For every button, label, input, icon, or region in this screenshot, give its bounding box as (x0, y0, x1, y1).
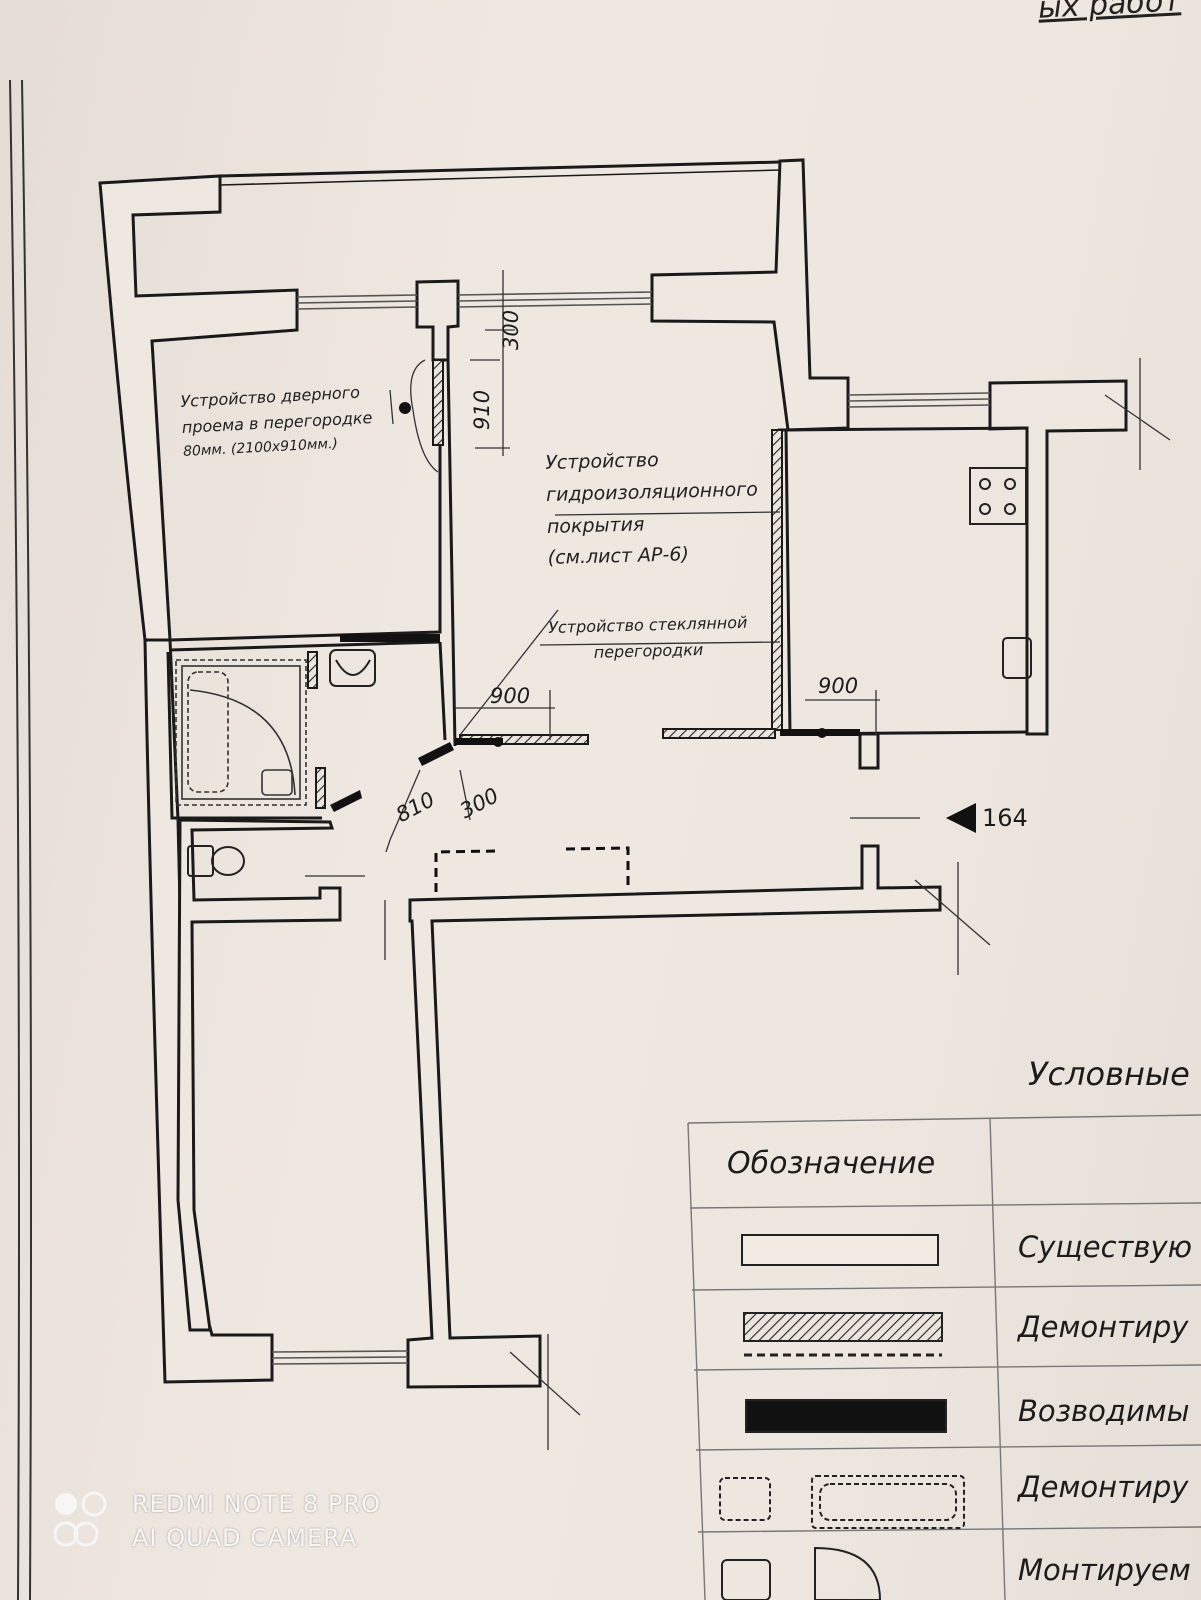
new-walls (330, 402, 860, 812)
kitchen-right-wall (988, 379, 1128, 736)
watermark-line-1: REDMI NOTE 8 PRO (132, 1490, 381, 1518)
corridor-wall (406, 844, 942, 1389)
waterproofing-note: Устройство гидроизоляционного покрытия (… (545, 446, 760, 571)
door-opening-note: Устройство дверного проема в перегородке… (180, 382, 374, 461)
legend-table (687, 1114, 1201, 1600)
wp-note-line-2: гидроизоляционного (545, 478, 759, 506)
legend-row-installed-fixtures: Монтируем (1018, 1553, 1191, 1587)
dim-900-right: 900 (818, 674, 859, 698)
legend-symbols (719, 1234, 965, 1600)
legend-row-existing: Существую (1018, 1230, 1193, 1264)
partitions (166, 359, 1028, 820)
watermark-line-2: AI QUAD CAMERA (132, 1524, 358, 1552)
bathroom-sink (329, 649, 376, 687)
glass-note-line-1: Устройство стеклянной (548, 612, 748, 637)
toilet-walls (176, 818, 342, 1332)
dim-300-top: 300 (499, 309, 523, 350)
existing-walls (98, 158, 1128, 1389)
legend-row-demolished: Демонтиру (1018, 1310, 1189, 1344)
loggia-top-line (219, 160, 781, 178)
sheet-border (9, 79, 32, 1600)
legend-column-header: Обозначение (727, 1146, 936, 1181)
right-upper-wall (650, 158, 850, 432)
section-marker-label: 164 (982, 804, 1028, 832)
dimension-lines (305, 270, 1171, 1450)
legend-row-demolished-fixtures: Демонтиру (1018, 1470, 1189, 1504)
dim-910: 910 (470, 389, 494, 430)
kitchen-sink (1002, 637, 1032, 679)
wp-note-line-3: покрытия (546, 512, 645, 538)
left-upper-wall (98, 174, 299, 642)
fixtures (187, 467, 1032, 877)
toilet-bowl (211, 846, 245, 876)
windows (271, 291, 991, 1365)
kitchen-stub (858, 732, 880, 770)
dim-900-left: 900 (490, 684, 531, 708)
demolished-partitions (307, 359, 783, 809)
section-arrow (946, 803, 976, 833)
door-note-line-2: проема в перегородке (181, 407, 373, 437)
pier (415, 279, 460, 362)
dashed-demolished (434, 846, 630, 892)
wp-note-line-1: Устройство (545, 449, 660, 474)
left-long-wall (143, 638, 274, 1384)
legend-title: Условные (1028, 1055, 1190, 1093)
legend-row-new: Возводимы (1018, 1394, 1190, 1428)
bathtub (175, 659, 307, 806)
glass-partition-note: Устройство стеклянной перегородки (548, 613, 748, 664)
stove (969, 467, 1027, 525)
